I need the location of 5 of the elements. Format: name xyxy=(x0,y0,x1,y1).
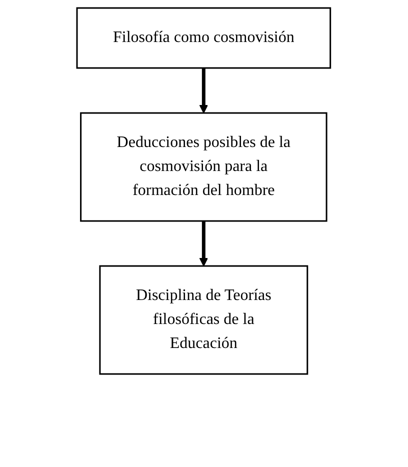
arrow xyxy=(200,221,208,266)
arrow xyxy=(200,68,208,114)
node-box: Filosofía como cosmovisión xyxy=(76,7,332,69)
node-box: Disciplina de Teorías filosóficas de la Educación xyxy=(100,265,308,375)
node-box: Deducciones posibles de la cosmovisión para la formación del hombre xyxy=(80,112,328,222)
